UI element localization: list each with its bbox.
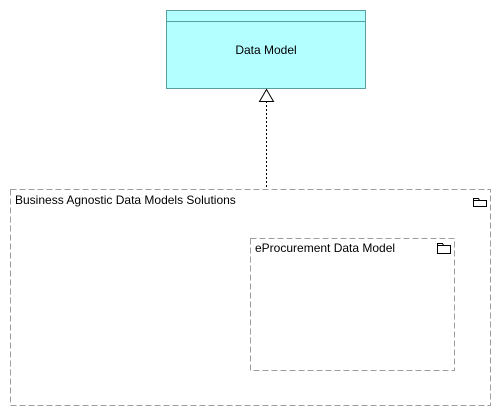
hollow-triangle-arrowhead — [258, 88, 275, 102]
data-model-node[interactable] — [166, 10, 366, 89]
outer-folder-label: Business Agnostic Data Models Solutions — [15, 193, 236, 207]
data-model-label: Data Model — [235, 43, 297, 57]
inner-folder-node[interactable] — [250, 238, 455, 371]
outer-folder-node[interactable] — [10, 189, 491, 406]
outer-folder-frame — [10, 189, 491, 406]
folder-icon — [437, 243, 451, 254]
folder-icon — [473, 198, 487, 207]
data-model-body — [166, 10, 366, 89]
inner-folder-frame — [250, 238, 455, 371]
inner-folder-label: eProcurement Data Model — [255, 241, 396, 255]
realization-connector[interactable] — [258, 88, 275, 190]
